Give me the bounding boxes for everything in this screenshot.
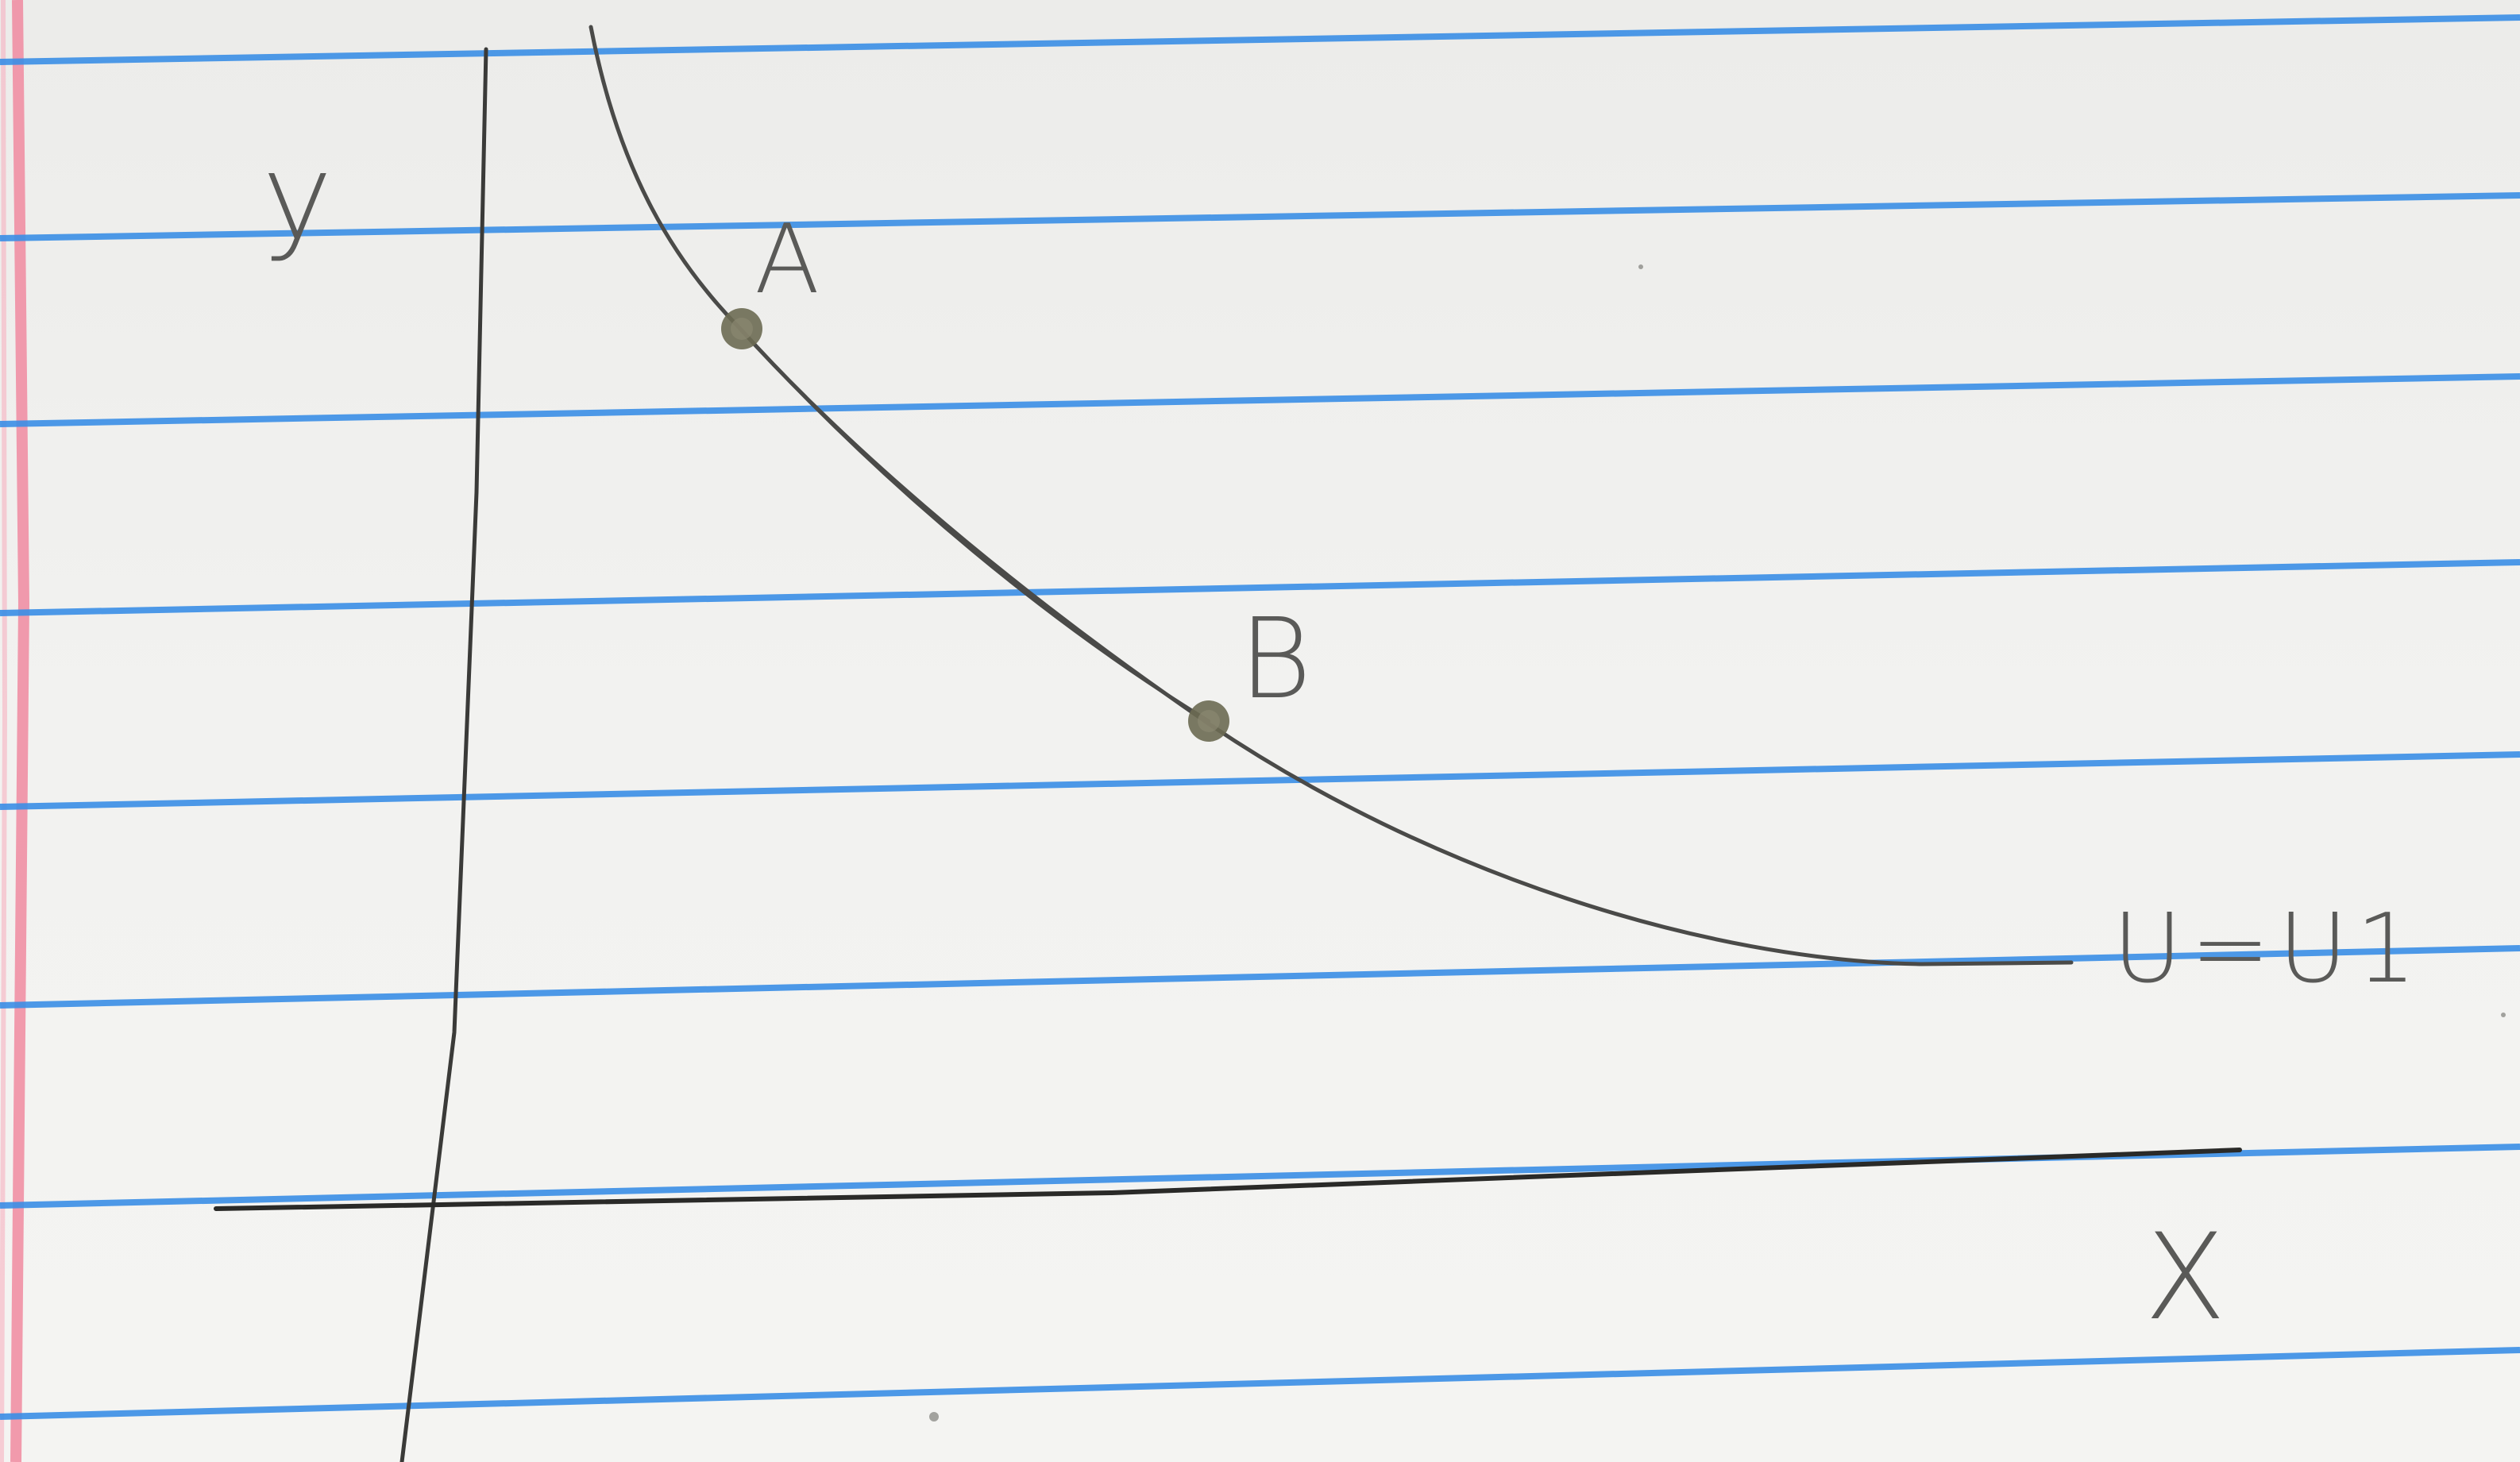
x-axis-label: X [2144,1209,2226,1347]
rule-line [0,192,2520,241]
indifference-curve [589,25,2074,966]
rule-line [0,945,2520,1009]
rule-line [0,559,2520,616]
rule-line [0,1347,2520,1420]
pencil-specks [929,264,2506,1421]
y-axis [399,47,488,1462]
point-a-label: A [754,205,820,315]
rule-line [0,14,2520,65]
point-b-label: B [1239,595,1312,724]
chord-a-b [739,328,1211,723]
rule-line [0,373,2520,427]
curve-label: U=U1 [2113,894,2425,1005]
ruled-lines [0,14,2520,1420]
margin-line [0,0,30,1462]
x-axis [214,1148,2242,1211]
point-a [721,308,762,349]
point-b [1188,700,1229,742]
y-axis-label: y [262,129,333,267]
rule-line [0,751,2520,810]
